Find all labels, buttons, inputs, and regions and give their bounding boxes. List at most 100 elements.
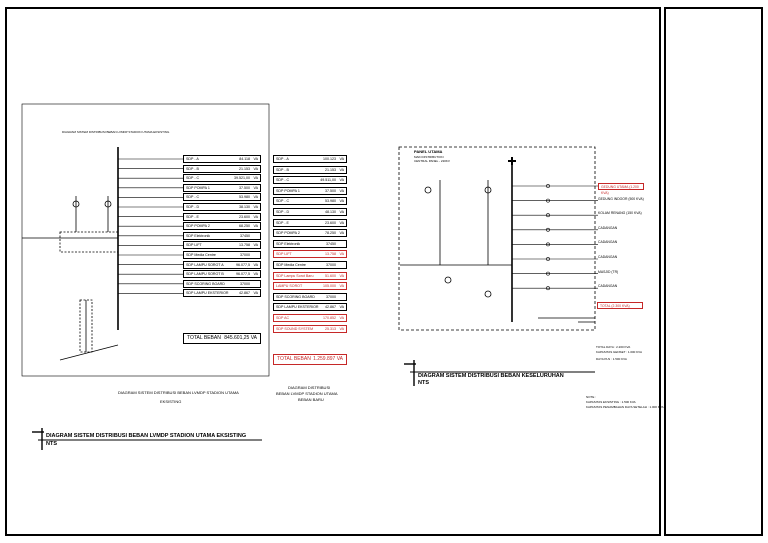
existing-row-value: 37000 [240, 253, 250, 257]
bottom-red-label: TOTAL (2.300 KVA) [597, 302, 643, 309]
notes-3: DAYA PLN : 1.500 KVA [596, 357, 627, 361]
new-row-unit: VA [339, 178, 344, 183]
new-row-unit: VA [339, 284, 344, 289]
new-total-value: 1.259.897 VA [313, 356, 343, 362]
outgoing-label: GEDUNG INDOOR (500 KVA) [598, 196, 644, 201]
outgoing-label: MASJID (TR) [598, 269, 619, 274]
existing-row-unit: VA [253, 185, 258, 190]
new-row-name: SDP Lampu Sorot Baru [276, 273, 314, 278]
existing-row-value: 96.077,5 [236, 262, 250, 267]
new-row-value: 13.758 [325, 252, 336, 257]
outgoing-label: CADANGAN [598, 225, 618, 230]
new-row-value: 37000 [326, 294, 336, 299]
new-row-unit: VA [339, 305, 344, 310]
right-feeder-breaker [546, 271, 550, 276]
new-row-value: 25.313 [325, 326, 336, 331]
existing-row-name: SDP LAMPU SOROT A [186, 262, 224, 267]
right-feeder-breaker [546, 286, 550, 291]
left-generator [72, 200, 80, 208]
new-total-box: TOTAL BEBAN 1.259.897 VA [273, 354, 347, 365]
new-row-name: SDP - B [276, 167, 289, 172]
right-feeder-breaker [546, 198, 550, 203]
left-title: DIAGRAM SISTEM DISTRIBUSI BEBAN LVMDP ST… [46, 433, 247, 439]
existing-row-unit: VA [253, 291, 258, 296]
right-panel-frame [398, 146, 596, 331]
new-row-name: SDP Elektronik [276, 241, 301, 246]
caption-mid-2: EKSISTING [160, 399, 182, 404]
existing-total-box: TOTAL BEBAN 845.601,25 VA [183, 333, 261, 344]
new-row-unit: VA [339, 199, 344, 204]
caption-right-1: DIAGRAM DISTRIBUSI [288, 385, 331, 390]
new-row-name: SDP - E [276, 220, 289, 225]
new-row-name: SDP POMPA 1 [276, 188, 300, 193]
right-feeder-lines [512, 184, 598, 291]
existing-row-value: 68.250 [239, 224, 250, 229]
right-feeder-breaker [546, 213, 550, 218]
existing-row-name: SDP Elektronik [186, 233, 211, 238]
right-feeder-breaker [546, 257, 550, 261]
new-row-unit: VA [339, 220, 344, 225]
existing-row-unit: VA [253, 176, 258, 181]
notes-6: KAPASITAS PENAMBAHAN DAYA SETELAH : 1.00… [586, 405, 664, 409]
title-block [664, 7, 763, 536]
ats-box [59, 231, 119, 253]
new-row-name: SDP - C [276, 199, 290, 204]
existing-row-name: SDP - C [186, 195, 200, 200]
right-feeder-breaker [546, 227, 550, 232]
existing-row-name: SDP POMPA 1 [186, 185, 210, 190]
new-row-unit: VA [339, 252, 344, 257]
new-row-unit: VA [339, 167, 344, 172]
panel-sub-2: CENTRAL PANEL - 220KV [414, 159, 450, 163]
new-row: SDP Elektronik 37450 [273, 239, 347, 248]
new-row-name: SDP - A [276, 157, 289, 161]
existing-row-value: 53.980 [239, 195, 250, 200]
new-row-unit: VA [339, 157, 344, 161]
existing-row-value: 13.758 [239, 243, 250, 248]
notes-5: KAPASITAS EKSISTING : 1.500 KVA [586, 400, 636, 404]
caption-right-2: BEBAN LVMDP STADION UTAMA [276, 391, 338, 396]
right-generator-1 [424, 186, 432, 194]
new-row-name: SDP SCORING BOARD [276, 294, 315, 299]
existing-row-unit: VA [253, 262, 258, 267]
existing-row-unit: VA [253, 272, 258, 277]
panel-title: PANEL UTAMA [414, 149, 443, 154]
existing-row-name: SDP LIFT [186, 243, 202, 248]
existing-row-unit: VA [253, 157, 258, 161]
existing-total-label: TOTAL BEBAN [187, 335, 221, 341]
outgoing-label: CADANGAN [598, 284, 618, 289]
existing-row-name: SDP LAMPU EKSTERIOR [186, 291, 229, 296]
new-row-unit: VA [339, 326, 344, 331]
existing-row-unit: VA [253, 195, 258, 200]
notes-1: TOTAL DAYA : 2.200 KVA [596, 345, 631, 349]
new-row-value: 37450 [326, 241, 336, 246]
existing-row-value: 96.077,5 [236, 272, 250, 277]
right-feeder-breaker [546, 184, 550, 188]
new-row-name: SDP - C [276, 178, 290, 183]
right-title: DIAGRAM SISTEM DISTRIBUSI BEBAN KESELURU… [418, 373, 564, 379]
existing-row-unit: VA [253, 214, 258, 219]
new-row-unit: VA [339, 231, 344, 236]
new-row-value: 100.123 [323, 157, 336, 161]
outgoing-label: CADANGAN [598, 255, 618, 259]
new-row-name: SDP AC [276, 316, 290, 320]
right-subtitle: NTS [418, 380, 429, 386]
